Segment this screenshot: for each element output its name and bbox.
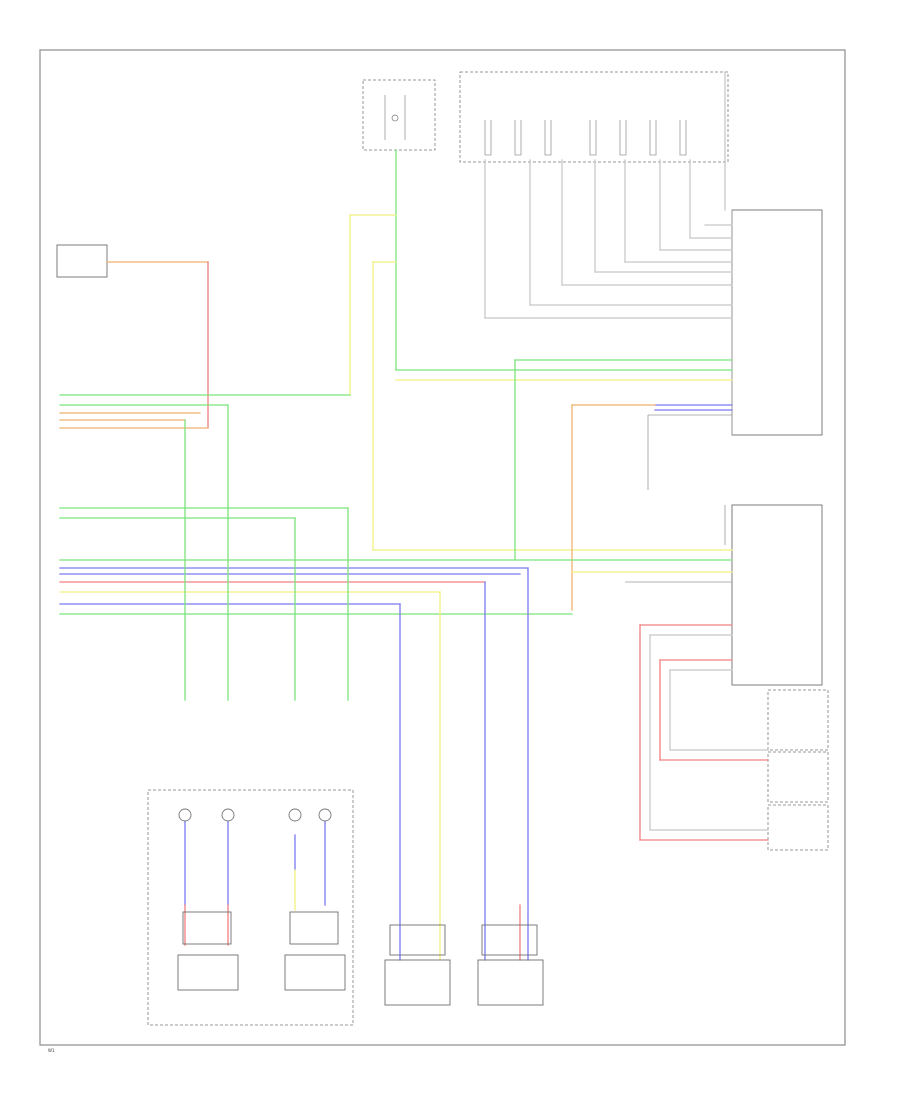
squib-connectors	[178, 808, 332, 822]
diagram-frame	[39, 49, 846, 1046]
squib-drops	[184, 404, 529, 961]
junction-box	[362, 79, 436, 151]
footer-code: W1	[48, 1048, 55, 1053]
left-sensor-module	[56, 244, 108, 278]
right-side-wires	[639, 505, 769, 841]
srs-control-unit-lower	[731, 504, 823, 686]
seat-belt-switches	[459, 71, 729, 163]
srs-control-unit-upper	[731, 209, 823, 436]
top-wires	[106, 71, 733, 611]
left-bus-wires	[59, 394, 733, 615]
right-side-sensors	[767, 689, 829, 851]
bottom-modules	[147, 789, 544, 1026]
